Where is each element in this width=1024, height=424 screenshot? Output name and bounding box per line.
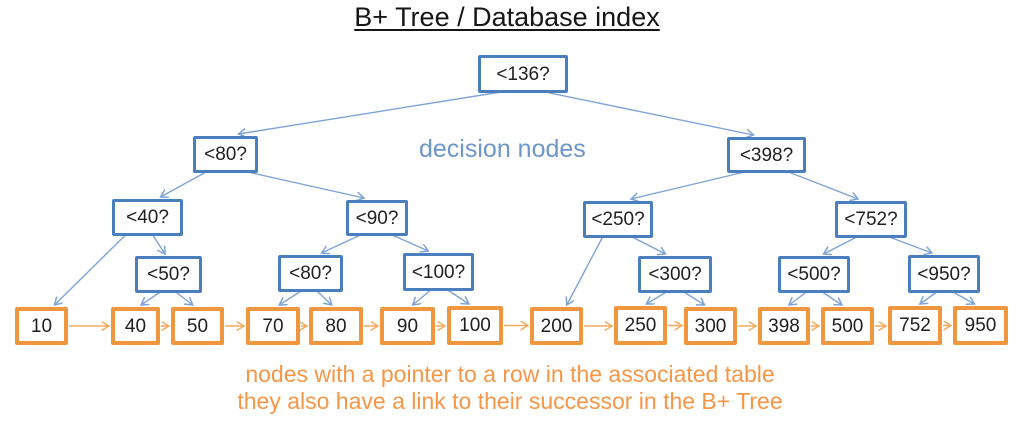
tree-edge xyxy=(247,171,365,198)
diagram-title-text: B+ Tree / Database index xyxy=(354,2,660,32)
tree-edge xyxy=(55,234,126,305)
tree-edge xyxy=(175,291,193,305)
decision-node-250: <250? xyxy=(583,201,653,238)
caption-line-1: nodes with a pointer to a row in the ass… xyxy=(245,361,775,387)
decision-nodes-annotation: decision nodes xyxy=(419,135,586,163)
leaf-node-40: 40 xyxy=(111,307,160,345)
decision-node-398: <398? xyxy=(727,137,806,173)
tree-edge xyxy=(152,234,165,254)
tree-edge xyxy=(824,236,858,254)
decision-node-500: <500? xyxy=(778,256,850,293)
decision-node-80: <80? xyxy=(193,136,258,173)
tree-edge xyxy=(631,236,665,254)
tree-edge xyxy=(646,291,667,304)
leaf-node-300: 300 xyxy=(684,307,737,345)
leaf-node-90: 90 xyxy=(380,307,435,345)
tree-edge xyxy=(239,91,502,134)
leaf-node-100: 100 xyxy=(447,306,503,345)
leaf-node-200: 200 xyxy=(530,307,583,345)
tree-edge xyxy=(683,291,705,305)
tree-edge xyxy=(544,91,754,135)
tree-edge xyxy=(889,236,932,253)
tree-edge xyxy=(567,236,604,305)
tree-edge xyxy=(141,291,161,305)
tree-edge xyxy=(392,234,428,251)
tree-edge xyxy=(447,289,469,304)
leaf-node-950: 950 xyxy=(953,306,1008,345)
tree-edge xyxy=(413,289,432,305)
tree-edge xyxy=(952,291,974,304)
leaf-node-398: 398 xyxy=(758,307,810,345)
leaf-node-752: 752 xyxy=(888,306,942,345)
tree-edge xyxy=(788,171,859,199)
tree-edge xyxy=(279,290,302,305)
leaf-node-10: 10 xyxy=(15,307,68,345)
caption-line-2: they also have a link to their successor… xyxy=(237,387,783,414)
tree-edge xyxy=(316,290,332,305)
tree-edge xyxy=(322,234,361,253)
leaf-node-50: 50 xyxy=(171,307,224,345)
decision-node-40: <40? xyxy=(112,199,183,236)
leaf-node-80: 80 xyxy=(309,307,363,345)
tree-edge xyxy=(920,291,938,304)
decision-node-50: <50? xyxy=(135,256,202,293)
decision-node-300: <300? xyxy=(638,256,712,293)
leaf-nodes-caption: nodes with a pointer to a row in the ass… xyxy=(0,361,1020,414)
leaf-node-500: 500 xyxy=(821,307,874,345)
tree-edge xyxy=(821,291,842,305)
diagram-title: B+ Tree / Database index xyxy=(0,2,1014,33)
leaf-node-70: 70 xyxy=(246,307,300,345)
tree-edge xyxy=(161,171,207,197)
tree-edge xyxy=(789,291,807,305)
decision-node-80: <80? xyxy=(278,255,343,292)
decision-node-100: <100? xyxy=(403,253,474,291)
decision-node-90: <90? xyxy=(346,200,408,236)
decision-node-950: <950? xyxy=(908,255,980,293)
decision-node-752: <752? xyxy=(835,201,907,238)
leaf-node-250: 250 xyxy=(614,306,667,345)
decision-node-136: <136? xyxy=(478,55,568,93)
tree-edge xyxy=(631,171,745,199)
